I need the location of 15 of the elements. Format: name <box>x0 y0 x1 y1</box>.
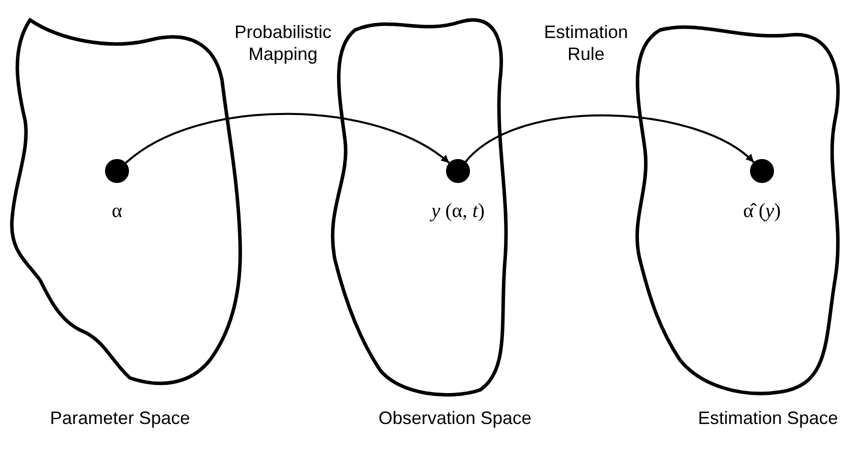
edge-label: Probabilistic Mapping <box>233 21 333 65</box>
space-caption: Parameter Space <box>50 408 190 429</box>
point-dot <box>446 159 470 183</box>
edge-label: Estimation Rule <box>542 21 630 65</box>
space-region <box>636 26 840 396</box>
point-label: α <box>112 200 122 223</box>
space-caption: Observation Space <box>378 408 532 429</box>
space-caption: Estimation Space <box>698 408 838 429</box>
point-label: y (α, t) <box>431 200 485 223</box>
arrow <box>125 112 450 164</box>
arrow <box>464 114 754 164</box>
point-dot <box>750 159 774 183</box>
space-region <box>330 18 508 397</box>
point-label: α̂ (y) <box>743 200 781 223</box>
point-dot <box>105 159 129 183</box>
